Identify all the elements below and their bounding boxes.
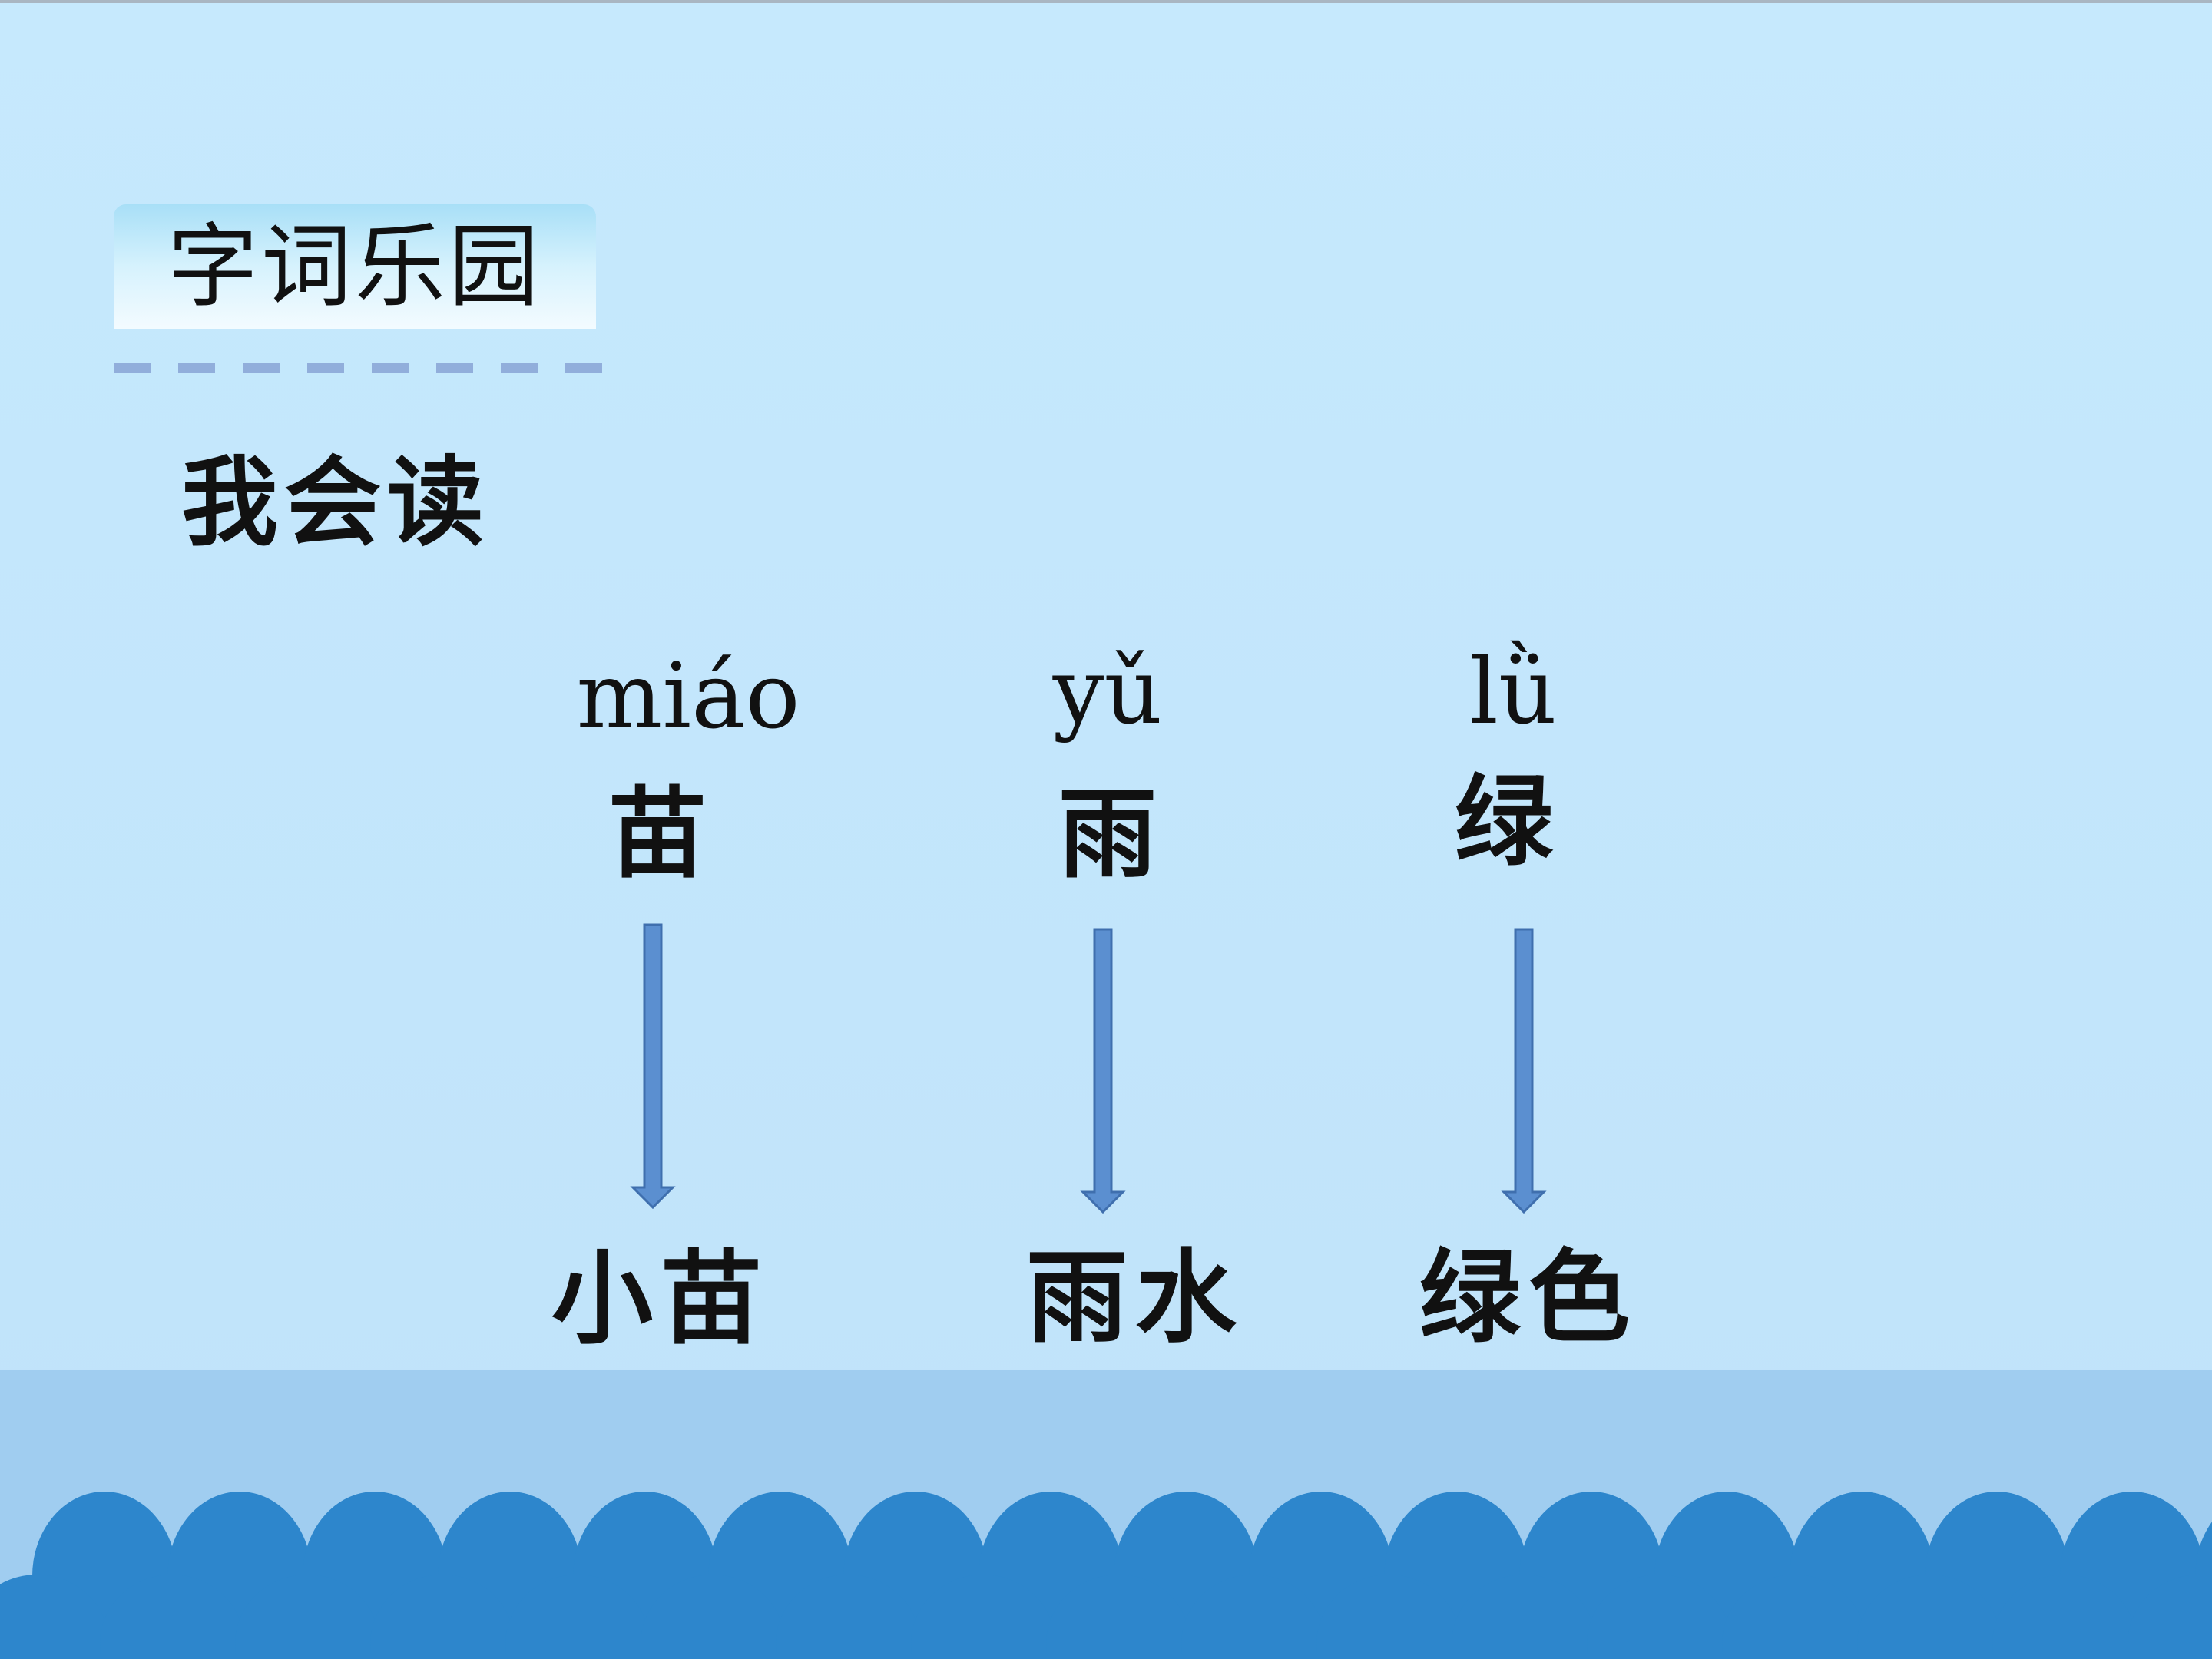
subtitle: 我会读	[181, 446, 490, 559]
wave-scallop	[911, 1575, 1055, 1659]
word-1: 小苗	[551, 1240, 770, 1359]
character-3: 绿	[1454, 765, 1553, 879]
wave-scallop	[1857, 1575, 2002, 1659]
wave-scallop	[100, 1575, 244, 1659]
section-header: 字词乐园	[114, 204, 596, 329]
wave-scallop	[1181, 1575, 1326, 1659]
character-1: 苗	[608, 777, 707, 892]
wave-scallop	[1992, 1575, 2137, 1659]
section-label: 字词乐园	[167, 214, 542, 320]
word-2: 雨水	[1026, 1239, 1244, 1357]
wave-scallop	[0, 1575, 109, 1659]
wave-scallop	[235, 1575, 379, 1659]
character-2: 雨	[1058, 777, 1157, 892]
pinyin-2: yǔ	[1052, 638, 1163, 744]
down-arrow-icon	[1080, 928, 1126, 1214]
pinyin-1: miáo	[576, 643, 800, 749]
wave-scallop	[1587, 1575, 1731, 1659]
wave-scallop	[1452, 1575, 1596, 1659]
wave-scallop	[1316, 1575, 1461, 1659]
dashed-divider	[114, 363, 602, 373]
down-arrow-icon	[630, 923, 676, 1210]
pinyin-3: lǜ	[1469, 638, 1557, 744]
wave-scallop	[1722, 1575, 1866, 1659]
wave-scallop	[776, 1575, 920, 1659]
wave-scallop	[370, 1575, 515, 1659]
word-3: 绿色	[1419, 1239, 1637, 1357]
wave-scallop	[641, 1575, 785, 1659]
wave-scallop	[505, 1575, 650, 1659]
wave-scallop	[2128, 1575, 2212, 1659]
wave-scallop	[1046, 1575, 1190, 1659]
down-arrow-icon	[1501, 928, 1547, 1214]
wave-decoration	[0, 1492, 2212, 1659]
top-border	[0, 0, 2212, 3]
